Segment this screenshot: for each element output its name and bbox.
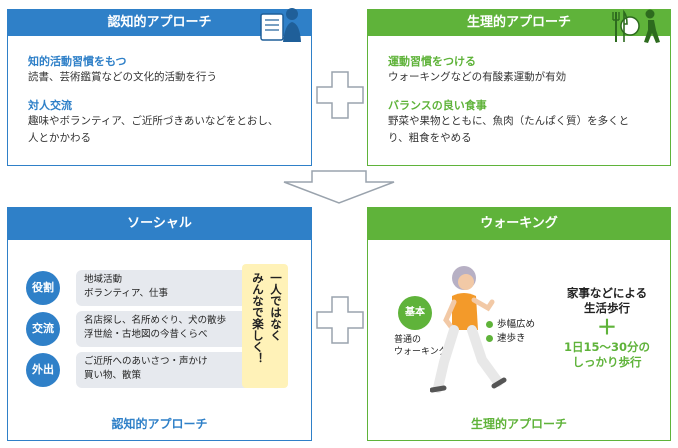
bullet-dot xyxy=(486,321,493,328)
row-line-1: ご近所へのあいさつ・声かけ xyxy=(84,356,208,367)
daily-life-line-1: 家事などによる xyxy=(566,286,648,300)
plus-icon-top xyxy=(316,71,364,119)
row-background xyxy=(76,352,258,388)
interpersonal-heading: 対人交流 xyxy=(28,99,72,112)
point-wide-stride: 歩幅広め xyxy=(486,318,535,332)
row-line-1: 名店探し、名所めぐり、犬の散歩 xyxy=(84,315,227,326)
row-background xyxy=(76,311,258,347)
normal-walking-line-1: 普通の xyxy=(394,335,422,345)
exercise-habit-text: ウォーキングなどの有酸素運動が有効 xyxy=(388,71,567,83)
row-line-1: 地域活動 xyxy=(84,274,123,285)
plus-sign: ＋ xyxy=(597,315,617,339)
reading-person-icon xyxy=(260,8,301,42)
bullet-dot xyxy=(486,335,493,342)
wide-stride-text: 歩幅広め xyxy=(497,319,536,330)
social-row-role: 役割 地域活動 ボランティア、仕事 xyxy=(26,270,258,306)
together-callout: 一人ではなく みんなで楽しく！ xyxy=(242,264,288,388)
row-line-2: ボランティア、仕事 xyxy=(84,288,168,299)
social-title: ソーシャル xyxy=(8,208,311,240)
basic-badge: 基本 xyxy=(398,296,432,330)
goal-line-2: しっかり歩行 xyxy=(572,355,642,369)
cognitive-approach-panel: 認知的アプローチ 知的活動習慣をもつ 読書、芸術鑑賞などの文化的活動を行う 対人… xyxy=(7,8,312,166)
role-label: 役割 xyxy=(26,271,60,305)
exercise-habit-heading: 運動習慣をつける xyxy=(388,55,476,68)
daily-life-line-2: 生活歩行 xyxy=(584,301,630,315)
exchange-label: 交流 xyxy=(26,312,60,346)
social-panel: ソーシャル 役割 地域活動 ボランティア、仕事 交流 名店探し、名所めぐり、犬の… xyxy=(7,207,312,441)
outing-label: 外出 xyxy=(26,353,60,387)
walking-panel: ウォーキング 基本 普通の ウォーキング 歩幅広め 速歩き 家事などによる 生活… xyxy=(367,207,671,441)
fork-knife-walking-icon xyxy=(612,9,660,43)
intellectual-habit-text: 読書、芸術鑑賞などの文化的活動を行う xyxy=(28,71,217,83)
plus-icon-bottom xyxy=(316,296,364,344)
point-fast-walk: 速歩き xyxy=(486,332,526,346)
social-row-outing: 外出 ご近所へのあいさつ・声かけ 買い物、散策 xyxy=(26,352,258,388)
social-row-exchange: 交流 名店探し、名所めぐり、犬の散歩 浮世絵・古地図の今昔くらべ xyxy=(26,311,258,347)
row-background xyxy=(76,270,258,306)
down-arrow-icon xyxy=(283,170,395,204)
balanced-diet-heading: バランスの良い食事 xyxy=(388,99,487,112)
normal-walking-label: 普通の ウォーキング xyxy=(394,334,448,358)
walking-woman-illustration xyxy=(430,266,507,393)
interpersonal-text-2: 人とかかわる xyxy=(28,132,91,144)
fast-walk-text: 速歩き xyxy=(497,333,526,344)
row-line-2: 浮世絵・古地図の今昔くらべ xyxy=(84,329,208,340)
daily-life-walking: 家事などによる 生活歩行 xyxy=(550,286,664,316)
together-text-1: 一人ではなく xyxy=(269,272,283,341)
goal-line-1: 1日15～30分の xyxy=(563,340,650,354)
walking-footer: 生理的アプローチ xyxy=(470,417,567,431)
row-text: 名店探し、名所めぐり、犬の散歩 浮世絵・古地図の今昔くらべ xyxy=(84,314,226,342)
social-footer: 認知的アプローチ xyxy=(111,417,208,431)
daily-walking-goal: 1日15～30分の しっかり歩行 xyxy=(550,340,664,370)
intellectual-habit-heading: 知的活動習慣をもつ xyxy=(28,55,127,68)
physiological-approach-panel: 生理的アプローチ 運動習慣をつける ウォーキングなどの有酸素運動が有効 バランス… xyxy=(367,9,671,166)
normal-walking-line-2: ウォーキング xyxy=(394,347,448,357)
interpersonal-text-1: 趣味やボランティア、ご近所づきあいなどをとおし、 xyxy=(28,115,279,127)
balanced-diet-text-1: 野菜や果物とともに、魚肉（たんぱく質）を多くと xyxy=(388,115,630,127)
row-line-2: 買い物、散策 xyxy=(84,370,142,381)
row-text: ご近所へのあいさつ・声かけ 買い物、散策 xyxy=(84,355,208,383)
row-text: 地域活動 ボランティア、仕事 xyxy=(84,273,168,301)
together-text-2: みんなで楽しく！ xyxy=(251,272,265,364)
walking-title: ウォーキング xyxy=(368,208,670,240)
balanced-diet-text-2: り、粗食をやめる xyxy=(388,132,472,144)
